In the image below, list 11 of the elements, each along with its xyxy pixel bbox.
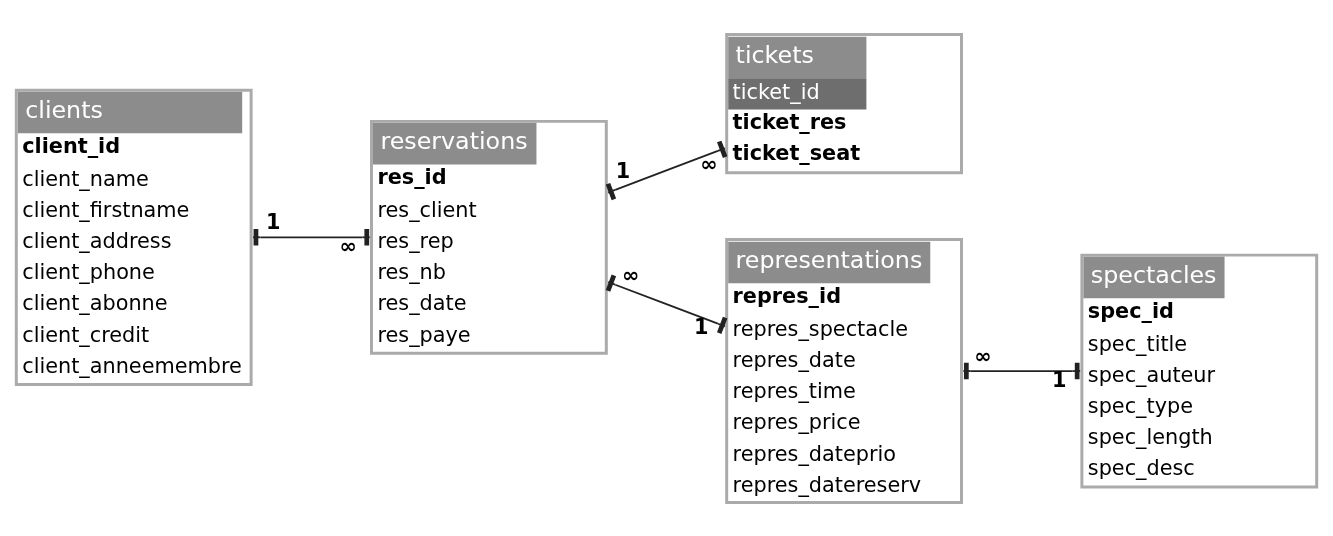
label: ∞ <box>700 151 718 176</box>
connector <box>605 273 728 334</box>
connector <box>962 362 1082 379</box>
label: ∞ <box>974 343 992 368</box>
label: 1 <box>1052 367 1067 392</box>
label: 1 <box>266 209 281 234</box>
label: ∞ <box>339 233 357 258</box>
label: 1 <box>694 314 709 339</box>
label: ∞ <box>621 262 640 287</box>
label: 1 <box>615 158 631 183</box>
connector <box>605 140 728 200</box>
